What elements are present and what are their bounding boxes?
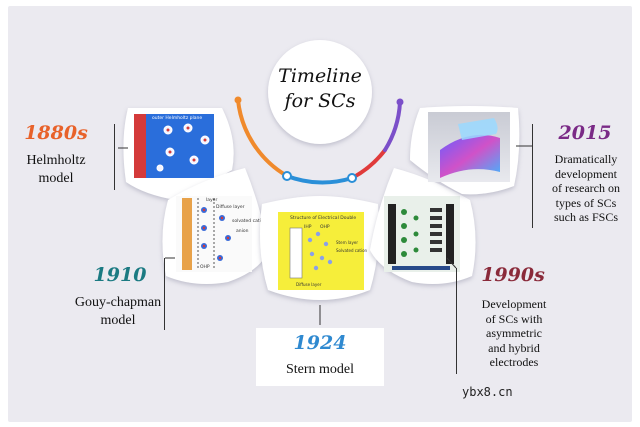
svg-text:OHP: OHP (200, 264, 210, 270)
arc-segment-purple (383, 100, 402, 152)
label-1990s-line-1: Development (481, 297, 547, 311)
petal-hybrid-electrodes (370, 168, 476, 284)
label-2015-line-5: such as FSCs (553, 210, 618, 224)
arc-segment-orange (236, 98, 289, 178)
arc-node-left (282, 171, 292, 181)
year-1910: 1910 (93, 264, 147, 286)
petal-flexible-scs (410, 106, 520, 195)
bracket-helmholtz (90, 124, 115, 190)
year-2015: 2015 (558, 122, 612, 144)
arc-node-start (234, 96, 242, 104)
svg-text:OHP: OHP (320, 224, 330, 230)
title-line-2: for SCs (284, 90, 356, 112)
label-helmholtz: Helmholtz model (14, 152, 98, 188)
year-1880s: 1880s (24, 122, 88, 144)
label-2015-line-3: of research on (552, 181, 620, 195)
label-2015-line-1: Dramatically (554, 152, 618, 166)
label-gouy-line-1: Gouy-chapman (74, 295, 162, 310)
arc-node-end (396, 98, 404, 106)
box-stern: 1924 Stern model (256, 328, 384, 386)
title-line-1: Timeline (278, 65, 362, 87)
svg-text:solvated cation: solvated cation (232, 218, 267, 224)
label-2015-line-2: development (555, 166, 617, 181)
title-circle (268, 40, 372, 144)
label-gouy: Gouy-chapman model (66, 294, 170, 330)
year-1924: 1924 (293, 332, 347, 354)
bracket-gouy (164, 258, 175, 330)
petal-gouy-chapman: layer Diffuse layer solvated cation anio… (162, 168, 268, 284)
svg-text:anion: anion (236, 228, 249, 234)
year-1990s: 1990s (481, 264, 545, 286)
label-2015-line-4: types of SCs (555, 195, 617, 210)
bracket-1990s (456, 268, 467, 374)
arc-nodes (234, 96, 404, 183)
label-gouy-line-2: model (100, 313, 136, 328)
arc-segment-red (350, 148, 387, 180)
svg-text:outer Helmholtz plane: outer Helmholtz plane (152, 115, 202, 121)
petal-helmholtz: outer Helmholtz plane (123, 108, 234, 200)
svg-text:layer: layer (206, 197, 217, 203)
helmholtz-thumbnail (134, 114, 214, 178)
arc-segment-blue (285, 174, 354, 185)
label-helmholtz-line-1: Helmholtz (26, 153, 86, 168)
connector-1990s (446, 257, 457, 269)
svg-text:IHP: IHP (304, 224, 312, 230)
label-1990s-line-5: electrodes (489, 355, 539, 369)
title-text: Timeline for SCs (268, 64, 372, 114)
label-2015: Dramatically development of research on … (538, 152, 634, 225)
petal-stern: Structure of Electrical Double IHP OHP S… (260, 196, 379, 300)
connector-lines (118, 145, 532, 325)
svg-text:Stern layer: Stern layer (336, 240, 358, 245)
svg-text:Diffuse layer: Diffuse layer (216, 204, 245, 210)
label-1990s-line-3: asymmetric (486, 326, 542, 340)
bracket-2015 (532, 124, 543, 228)
svg-text:Diffuse layer: Diffuse layer (296, 282, 322, 287)
label-stern: Stern model (285, 362, 355, 377)
svg-text:Solvated cation: Solvated cation (336, 248, 368, 253)
label-helmholtz-line-2: model (38, 171, 74, 186)
label-1990s-line-2: of SCs with (485, 311, 543, 326)
label-1990s: Development of SCs with asymmetric and h… (464, 297, 564, 370)
svg-text:Structure of Electrical Double: Structure of Electrical Double (290, 215, 356, 221)
arc-node-right (347, 173, 357, 183)
label-1990s-line-4: and hybrid (488, 340, 540, 355)
watermark: ybx8.cn (462, 385, 513, 399)
